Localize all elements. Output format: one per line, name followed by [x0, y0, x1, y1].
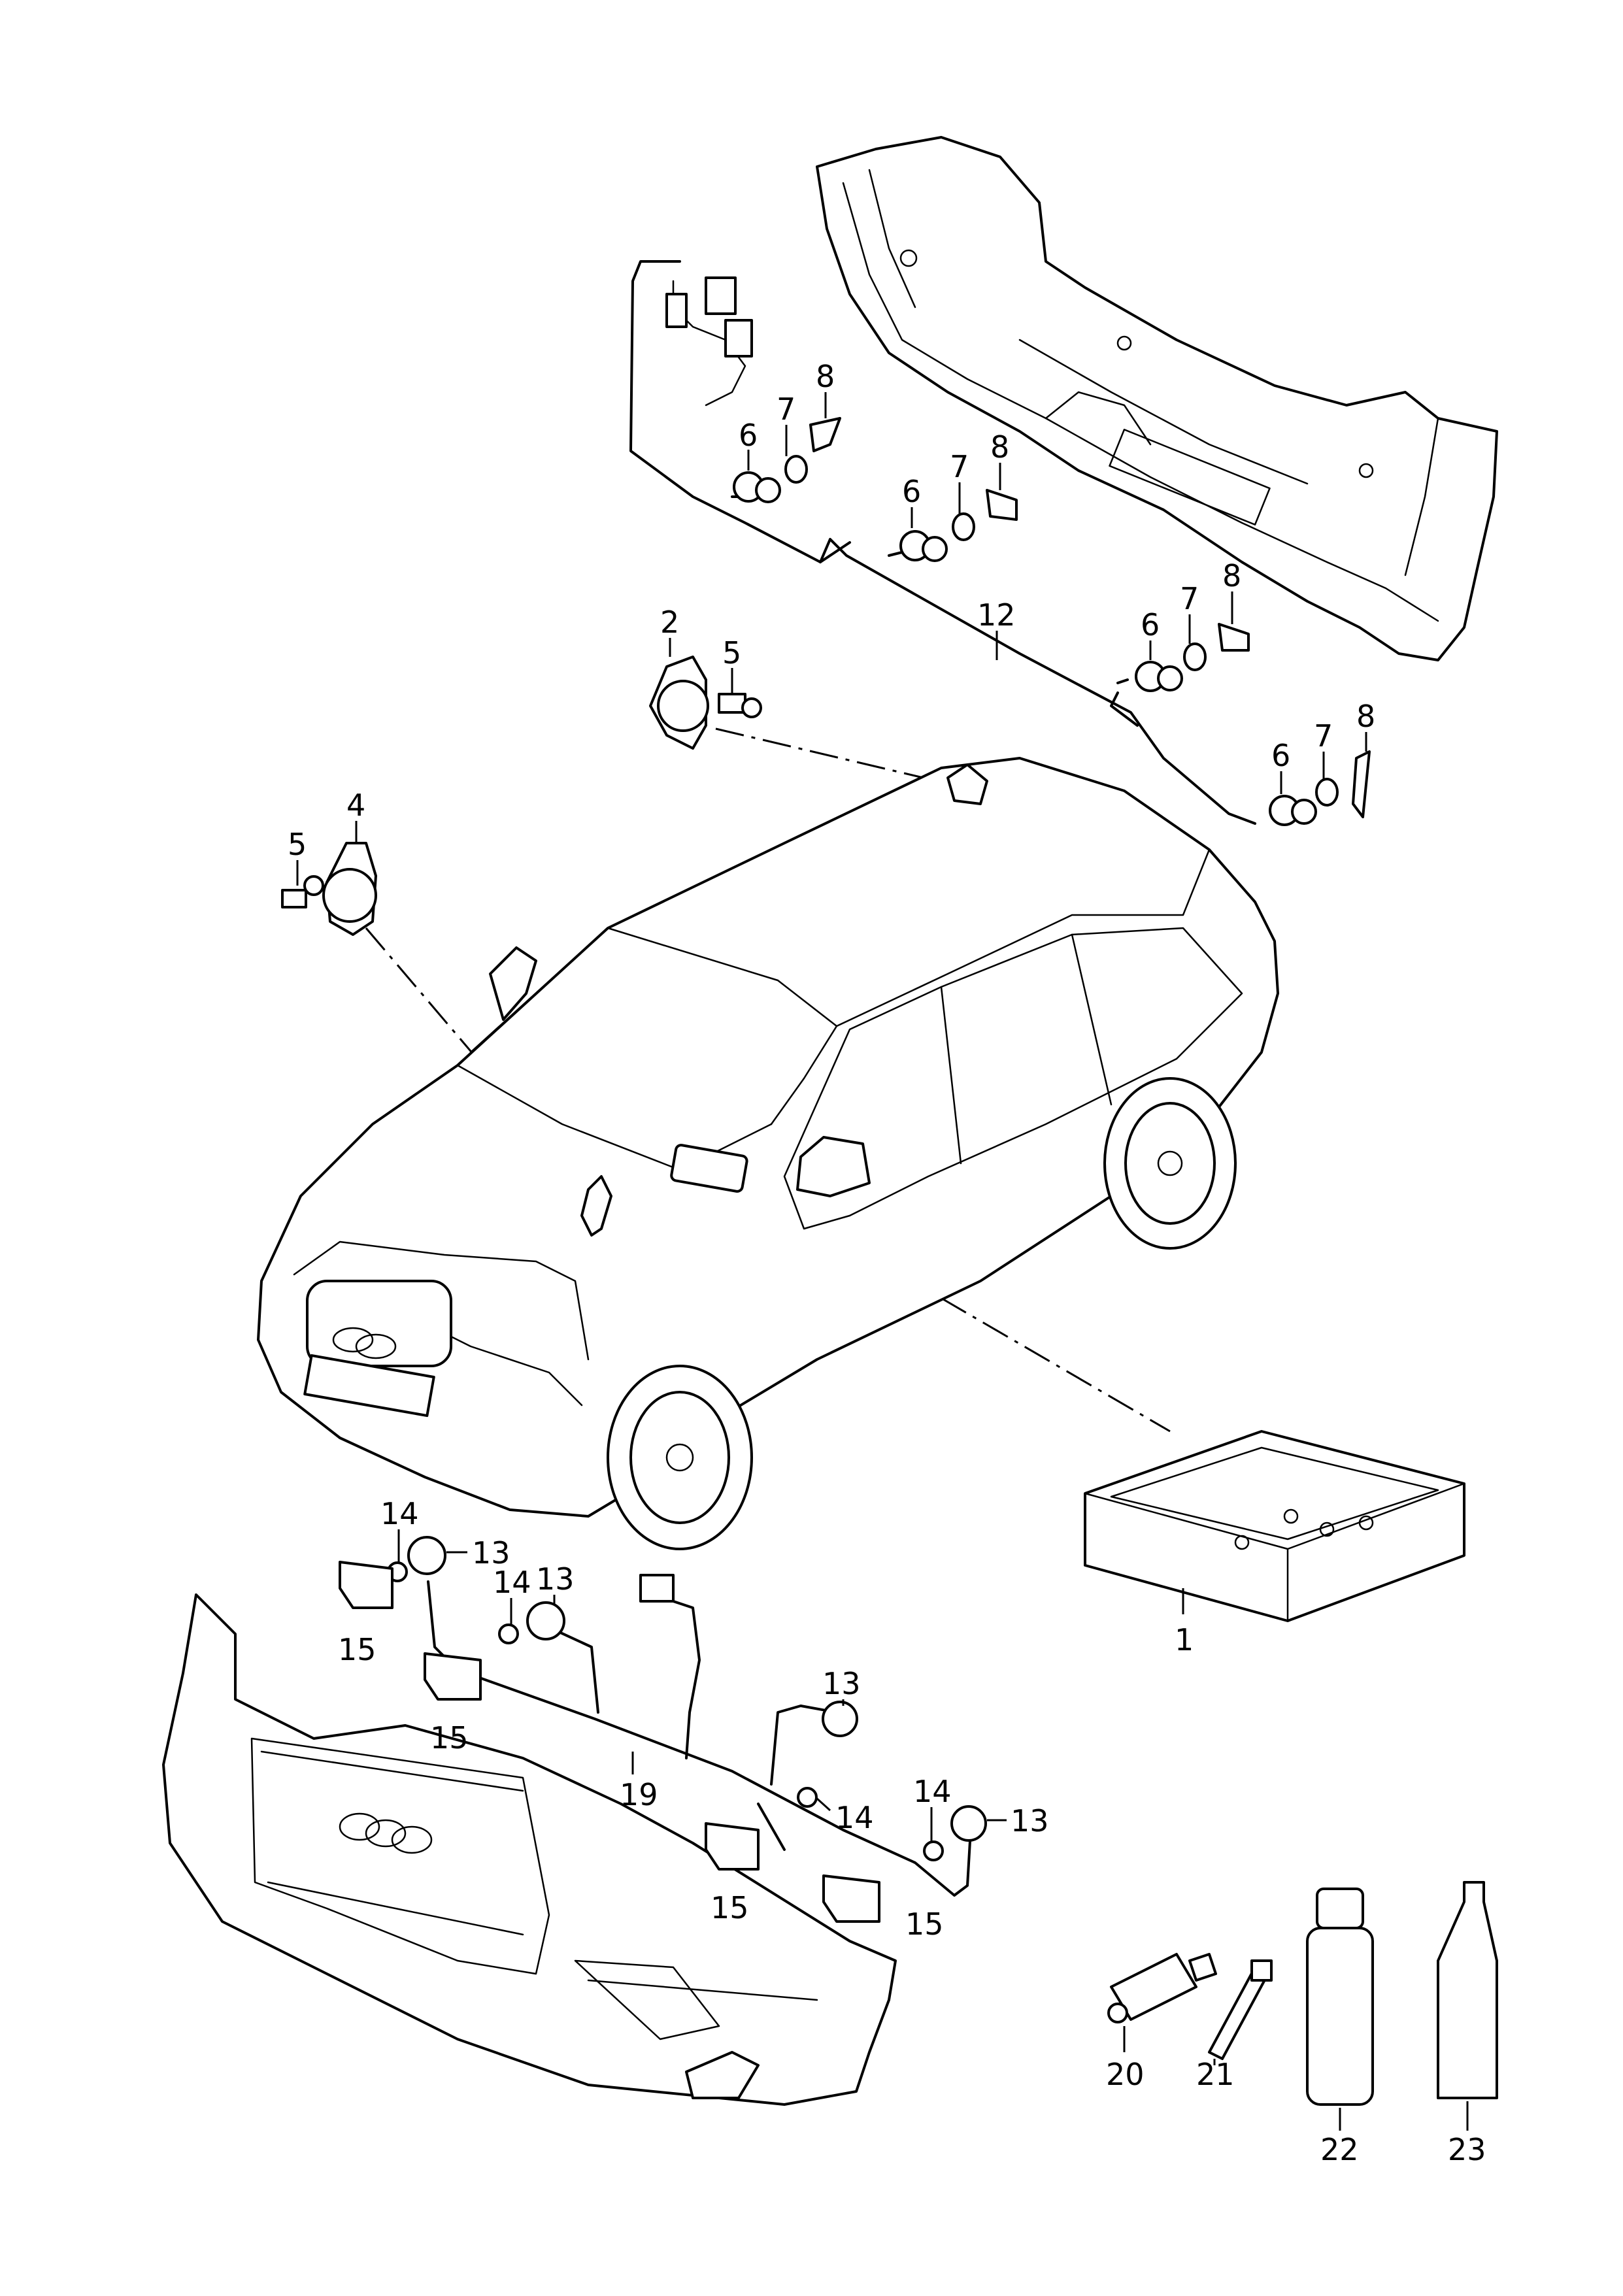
front-sensor-13-b[interactable] [526, 1601, 565, 1640]
sealing-ring-14-b[interactable] [498, 1623, 519, 1644]
front-sensor-13-d[interactable] [950, 1805, 987, 1842]
callout-labels: 1 2 4 5 5 6 7 8 6 7 8 6 7 8 6 7 8 12 13 … [288, 359, 1486, 2167]
vehicle [257, 757, 1279, 1550]
callout-5-upper: 5 [722, 635, 741, 671]
callout-5-lower: 5 [288, 827, 307, 862]
callout-14-a: 14 [380, 1496, 419, 1531]
front-sensor-13-c[interactable] [822, 1701, 858, 1737]
bottle-23[interactable] [1437, 1881, 1498, 2099]
callout-15-d: 15 [905, 1906, 944, 1942]
callout-14-d: 14 [913, 1774, 952, 1809]
front-sensor-13-a[interactable] [407, 1536, 446, 1575]
callout-7-g1: 7 [777, 391, 795, 427]
rear-wiring-harness[interactable] [629, 260, 1256, 825]
bracket-15-a[interactable] [339, 1561, 393, 1609]
callout-6-g1: 6 [739, 418, 758, 453]
callout-14-b: 14 [493, 1565, 531, 1600]
callout-15-b: 15 [430, 1720, 469, 1755]
bracket-15-b[interactable] [424, 1652, 482, 1701]
connector-upper[interactable] [639, 1574, 675, 1603]
callout-7-g3: 7 [1180, 581, 1199, 616]
tool-21[interactable] [1208, 1959, 1273, 2060]
callout-20: 20 [1106, 2057, 1145, 2092]
front-bumper[interactable] [162, 1593, 897, 2106]
sensor-group-2[interactable] [899, 489, 1018, 562]
callout-19: 19 [620, 1777, 658, 1812]
callout-23: 23 [1448, 2132, 1486, 2167]
screw-5-upper[interactable] [718, 693, 762, 718]
callout-15-a: 15 [338, 1632, 376, 1667]
warning-buzzer-2[interactable] [649, 656, 709, 750]
screw-5-lower[interactable] [281, 875, 324, 908]
warning-buzzer-4[interactable] [322, 842, 377, 936]
callout-21: 21 [1196, 2057, 1235, 2092]
callout-2: 2 [660, 605, 679, 640]
callout-13-a: 13 [472, 1535, 510, 1571]
callout-8-g3: 8 [1222, 558, 1241, 593]
callout-13-d: 13 [1011, 1803, 1049, 1838]
rear-bumper[interactable] [816, 136, 1498, 661]
control-unit[interactable] [1084, 1430, 1465, 1622]
callout-12: 12 [977, 597, 1016, 633]
callout-22: 22 [1320, 2132, 1359, 2167]
callout-13-b: 13 [536, 1561, 575, 1597]
callout-4: 4 [346, 788, 365, 823]
sensor-group-1[interactable] [733, 417, 841, 503]
callout-6-g3: 6 [1141, 607, 1160, 642]
callout-7-g4: 7 [1314, 718, 1333, 754]
sensor-group-3[interactable] [1135, 623, 1250, 692]
callout-8-g4: 8 [1356, 699, 1375, 734]
bracket-15-c[interactable] [705, 1822, 760, 1871]
callout-8-g2: 8 [990, 429, 1009, 465]
bracket-15-d[interactable] [822, 1874, 880, 1923]
sealing-ring-14-d[interactable] [923, 1840, 944, 1861]
callout-6-g4: 6 [1271, 738, 1290, 773]
callout-1: 1 [1175, 1622, 1194, 1657]
can-22[interactable] [1306, 1888, 1374, 2106]
sensor-group-4[interactable] [1269, 750, 1371, 826]
callout-15-c: 15 [711, 1890, 749, 1925]
sealing-ring-14-c[interactable] [797, 1787, 818, 1808]
callout-6-g2: 6 [902, 474, 921, 509]
callout-13-c: 13 [822, 1666, 861, 1701]
leader-lines [296, 392, 1469, 2131]
callout-8-g1: 8 [816, 359, 835, 394]
callout-7-g2: 7 [950, 449, 969, 484]
callout-14-c: 14 [835, 1800, 874, 1835]
repair-kit-20[interactable] [1107, 1953, 1217, 2023]
